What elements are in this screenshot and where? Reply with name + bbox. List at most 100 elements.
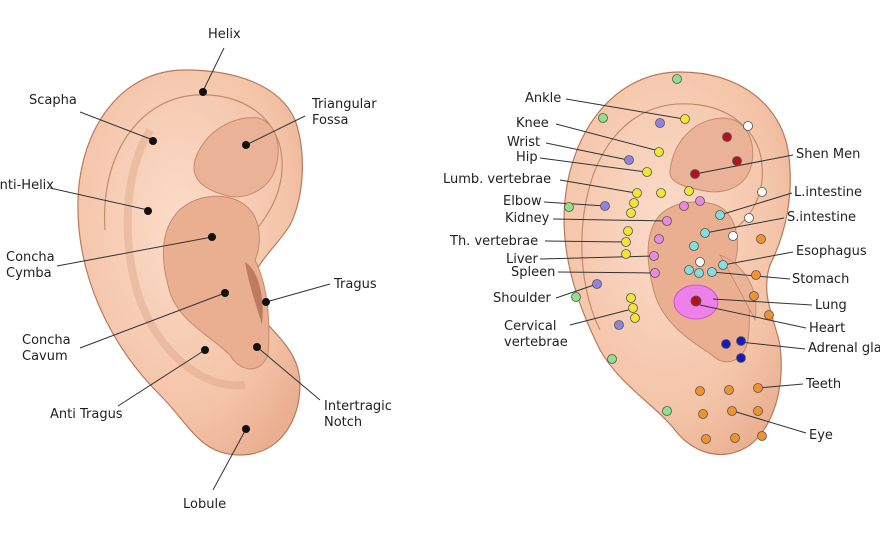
ear2-antitragus [719,254,757,322]
tragus-point [262,298,270,306]
label-heart: Heart [809,321,846,336]
label-spleen: Spleen [511,265,556,280]
acupoint-purple [624,155,634,165]
acupoint-orange [749,291,759,301]
acupoint-cyan [707,267,717,277]
ear2-helix-rim [581,103,763,331]
anatomy-leader-lines [49,47,331,491]
lobule-point [242,425,250,433]
label-kidney: Kidney [505,211,550,226]
acupoint-orange [757,431,767,441]
acupoint-pink [650,268,660,278]
acupoint-cyan [700,228,710,238]
acupoint-orange [756,234,766,244]
label-cervical-line2: vertebrae [504,335,568,350]
label-intertragic-notch: Intertragic Notch [324,399,392,431]
acupoint-yellow [630,313,640,323]
triangular-fossa-shape [193,117,279,198]
acupoint-yellow [680,114,690,124]
acupoint-purple [592,279,602,289]
acupoint-yellow [626,293,636,303]
acupoint-green [672,74,682,84]
label-teeth: Teeth [806,377,842,392]
acupoint-green [662,406,672,416]
anatomy-points [144,88,270,433]
label-concha-cavum-line2: Cavum [22,349,68,364]
anatomy-ear [77,69,303,456]
acupoint-yellow [629,198,639,208]
label-stomach: Stomach [792,272,850,287]
antihelix-ridge [123,127,246,390]
acupoint-blue [721,339,731,349]
label-hip: Hip [516,150,538,165]
ear2-concha [647,201,750,363]
concha-shape [162,195,270,370]
label-tragus: Tragus [334,277,377,292]
scapha-point [149,137,157,145]
acupoint-white [728,231,738,241]
label-concha-cavum-line1: Concha [22,333,71,348]
label-triangular-fossa-line1: Triangular [312,97,377,112]
acupoint-purple [600,201,610,211]
acupoint-green [598,113,608,123]
label-intertragic-notch-line1: Intertragic [324,399,392,414]
label-liver: Liver [506,252,538,267]
label-helix: Helix [208,27,241,42]
label-knee: Knee [516,116,549,131]
acupoint-purple [655,118,665,128]
acupoint-yellow [623,226,633,236]
acupoint-pink [695,196,705,206]
helix-rim [103,94,283,241]
acupoint-red [732,156,742,166]
anti-tragus-point [201,346,209,354]
label-eye: Eye [809,428,833,443]
ear-canal-shadow [245,262,263,325]
label-l-intestine: L.intestine [794,185,863,200]
acupoint-cyan [715,210,725,220]
acupoint-white [743,121,753,131]
acupoint-cyan [689,241,699,251]
intertragic-notch-point [253,343,261,351]
label-cervical-line1: Cervical [504,319,557,334]
acupoint-green [607,354,617,364]
acupoint-red [690,169,700,179]
label-concha-cymba-line1: Concha [6,250,55,265]
concha-cymba-point [208,233,216,241]
acupoint-orange [753,383,763,393]
acupoint-cyan [718,260,728,270]
acupoint-orange [727,406,737,416]
acupoint-green [571,292,581,302]
label-concha-cymba: Concha Cymba [6,250,55,282]
label-ankle: Ankle [525,91,562,106]
label-anti-tragus: Anti Tragus [50,407,123,422]
acupoint-orange [698,409,708,419]
label-intertragic-notch-line2: Notch [324,415,363,430]
acupoint-pink [654,234,664,244]
acupoint-ear [563,71,791,455]
label-wrist: Wrist [507,135,541,150]
acupoint-yellow [642,167,652,177]
concha-cavum-point [221,289,229,297]
label-scapha: Scapha [29,93,77,108]
label-lumb-vertebrae: Lumb. vertebrae [443,172,552,187]
label-adrenal-gland: Adrenal gland [808,341,880,356]
label-concha-cymba-line2: Cymba [6,266,52,281]
label-shoulder: Shoulder [493,291,551,306]
acupoint-white [757,187,767,197]
label-lung: Lung [815,298,847,313]
acupoint-orange [764,310,774,320]
acupoint-pink [649,251,659,261]
label-lobule: Lobule [183,497,227,512]
acupoints [564,74,774,444]
label-triangular-fossa: Triangular Fossa [312,97,377,129]
label-concha-cavum: Concha Cavum [22,333,71,365]
label-s-intestine: S.intestine [787,210,857,225]
acupoint-heart [690,295,702,307]
acupoint-cyan [684,265,694,275]
helix-point [199,88,207,96]
acupoint-yellow [628,303,638,313]
acupoint-pink [679,201,689,211]
acupoint-leader-lines [539,98,813,434]
acupoint-green [564,202,574,212]
